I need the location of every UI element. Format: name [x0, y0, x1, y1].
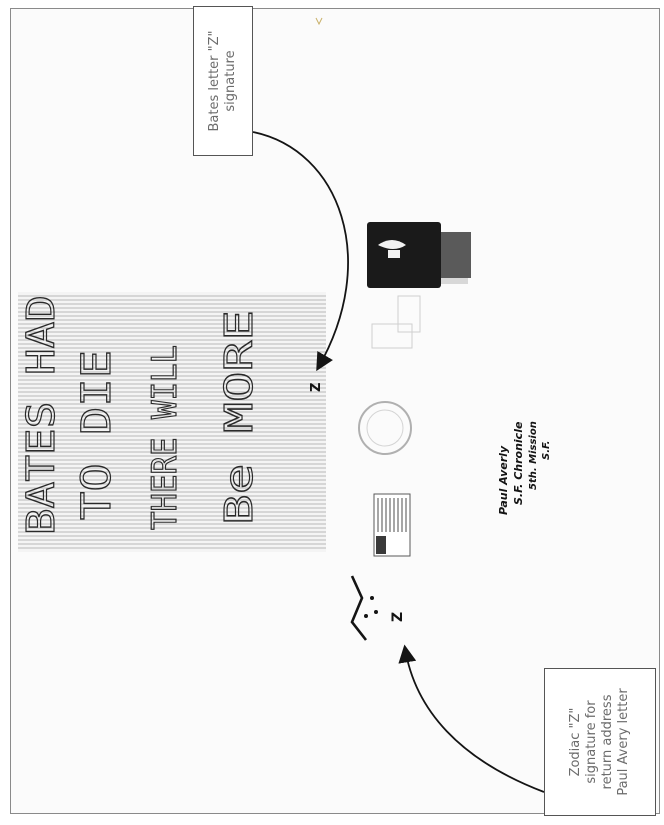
zodiac-callout-box: Zodiac "Z" signature for return address …	[544, 668, 656, 816]
bates-callout-arrow	[252, 131, 349, 372]
zodiac-callout-arrow	[398, 644, 545, 793]
faint-marks	[371, 295, 421, 349]
zodiac-callout-line-1: Zodiac "Z"	[568, 707, 583, 777]
postage-stamp	[367, 222, 471, 288]
zodiac-callout-line-3: return address	[600, 694, 615, 790]
letter-line-1: BATES HAD	[19, 295, 63, 535]
address-line-4: S.F.	[541, 441, 552, 460]
address-line-1: Paul Averly	[497, 445, 510, 515]
address-line-2: S.F. Chronicle	[512, 421, 525, 505]
postmark	[358, 401, 412, 455]
zodiac-callout-text: Zodiac "Z" signature for return address …	[568, 688, 632, 795]
letter-line-4: Be MORE	[217, 310, 261, 525]
bates-z-signature: Z	[309, 383, 324, 392]
bates-callout-box: Bates letter "Z" signature	[193, 6, 253, 156]
zodiac-return-symbol: Z	[350, 575, 406, 641]
zodiac-callout-line-4: Paul Avery letter	[616, 688, 631, 796]
envelope-address: Paul Averly S.F. Chronicle 5th. Mission …	[497, 421, 552, 515]
bates-callout-text: Bates letter "Z" signature	[207, 30, 239, 131]
letter-line-2: TO DIE	[74, 350, 120, 520]
bates-callout-line-2: signature	[223, 50, 238, 112]
address-line-3: 5th. Mission	[528, 421, 539, 490]
striped-stamp	[373, 493, 411, 557]
letter-line-3: THERE WILL	[145, 345, 185, 530]
tick-mark	[315, 17, 323, 26]
bates-callout-line-1: Bates letter "Z"	[207, 30, 222, 132]
letter-text: BATES HAD TO DIE THERE WILL Be MORE	[18, 294, 261, 535]
zodiac-z-letter: Z	[390, 612, 406, 622]
letter-paper	[18, 292, 326, 552]
zodiac-callout-line-2: signature for	[584, 700, 599, 784]
